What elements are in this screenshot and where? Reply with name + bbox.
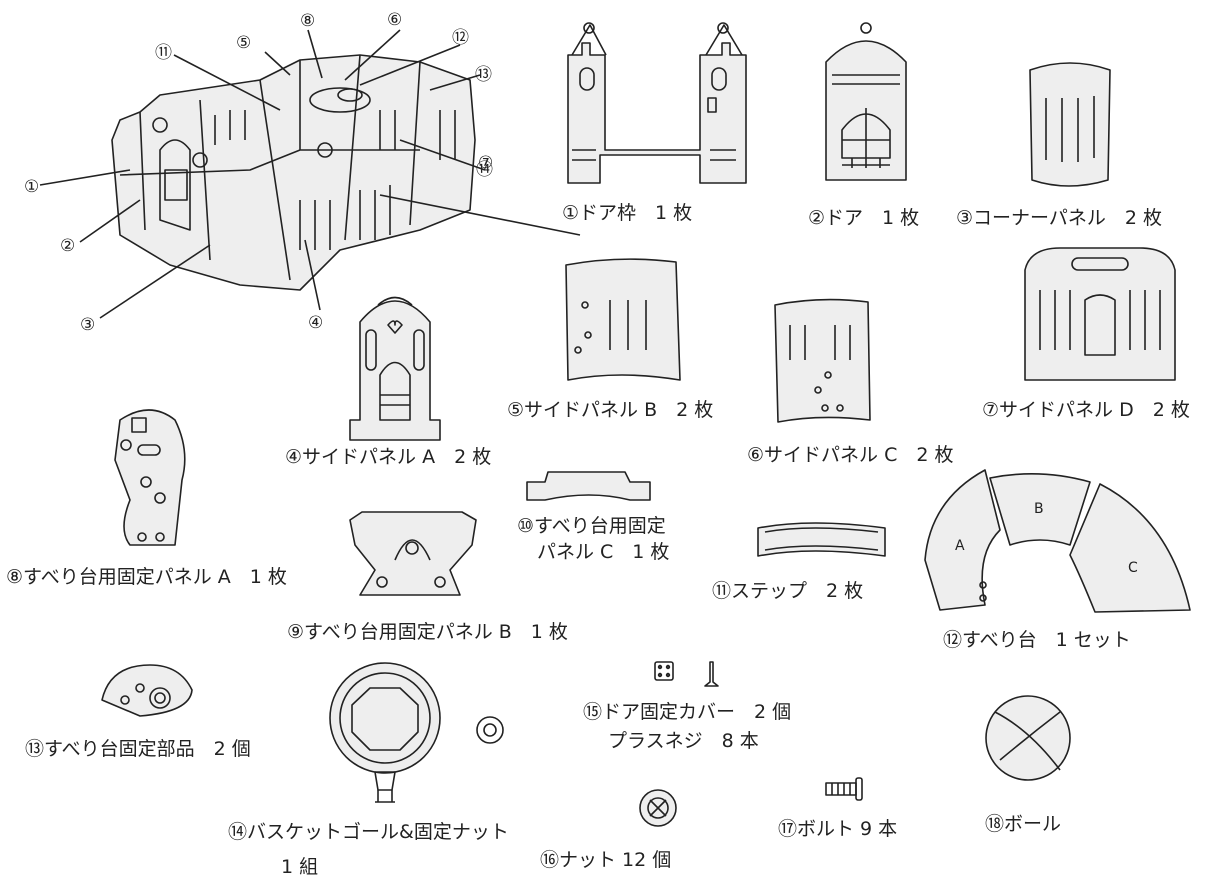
part-label-slide-panel-b: ⑨すべり台用固定パネル B 1 枚	[287, 621, 568, 643]
callout-number: ④	[308, 313, 324, 333]
part-label-basketball-hoop: ⑭バスケットゴール&固定ナット	[228, 821, 509, 843]
slide-fixing-part-drawing	[101, 664, 193, 717]
door-frame-drawing	[567, 22, 747, 184]
part-label-slide-panel-c: ⑩すべり台用固定	[517, 515, 666, 537]
callout-number: ③	[80, 315, 96, 335]
callout-number: ⑪	[155, 43, 172, 63]
part-label-side-panel-d: ⑦サイドパネル D 2 枚	[982, 399, 1190, 421]
part-label-slide: ⑫すべり台 1 セット	[943, 629, 1131, 651]
callout-number: ⑤	[236, 33, 252, 53]
part-label-step: ⑪ステップ 2 枚	[712, 580, 864, 602]
part-label-slide-fixing-part: ⑬すべり台固定部品 2 個	[25, 738, 251, 760]
corner-panel-drawing	[1029, 62, 1111, 187]
part-label-door-frame: ①ドア枠 1 枚	[562, 202, 693, 224]
part-label-side-panel-a: ④サイドパネル A 2 枚	[285, 446, 492, 468]
callout-number: ⑫	[452, 28, 469, 48]
side-panel-b-drawing	[565, 258, 681, 381]
part-label-bolt: ⑰ボルト 9 本	[778, 818, 898, 840]
callout-number: ⑬	[475, 65, 492, 85]
side-panel-d-drawing	[1024, 247, 1176, 381]
part-label-screws: プラスネジ 8 本	[608, 730, 759, 752]
side-panel-c-drawing	[774, 298, 871, 423]
ball-drawing	[985, 695, 1071, 781]
basketball-hoop-drawing	[329, 662, 504, 803]
slide-section-c: C	[1128, 560, 1138, 576]
slide-panel-c-drawing	[526, 471, 651, 501]
slide-panel-b-drawing	[349, 511, 477, 596]
callout-number: ②	[60, 236, 76, 256]
callout-number: ⑧	[300, 11, 316, 31]
part-label-corner-panel: ③コーナーパネル 2 枚	[956, 207, 1162, 229]
part-label-nut: ⑯ナット 12 個	[540, 849, 672, 871]
part-label-door: ②ドア 1 枚	[808, 207, 920, 229]
part-label-ball: ⑱ボール	[985, 813, 1062, 835]
callout-number: ⑥	[387, 10, 403, 30]
part-label-side-panel-c: ⑥サイドパネル C 2 枚	[747, 444, 954, 466]
door-drawing	[825, 22, 907, 181]
slide-drawing	[924, 469, 1191, 613]
side-panel-a-drawing	[349, 296, 441, 441]
part-label-door-cover: ⑮ドア固定カバー 2 個	[583, 701, 792, 723]
door-cover-screw-drawing	[654, 661, 719, 687]
slide-section-a: A	[955, 538, 965, 554]
assembled-playpen-drawing	[111, 54, 476, 291]
step-drawing	[757, 522, 886, 557]
callout-leader-lines	[39, 29, 581, 319]
part-label-side-panel-b: ⑤サイドパネル B 2 枚	[507, 399, 714, 421]
part-label-basketball-hoop-qty: 1 組	[281, 856, 319, 878]
slide-section-b: B	[1034, 501, 1044, 517]
callout-number: ⑭	[476, 160, 493, 180]
callout-number: ⑦	[478, 153, 494, 173]
nut-drawing	[639, 789, 677, 827]
bolt-drawing	[825, 777, 863, 801]
part-label-slide-panel-c-qty: パネル C 1 枚	[537, 541, 670, 563]
callout-number: ①	[24, 177, 40, 197]
slide-panel-a-drawing	[114, 409, 186, 546]
part-label-slide-panel-a: ⑧すべり台用固定パネル A 1 枚	[6, 566, 287, 588]
